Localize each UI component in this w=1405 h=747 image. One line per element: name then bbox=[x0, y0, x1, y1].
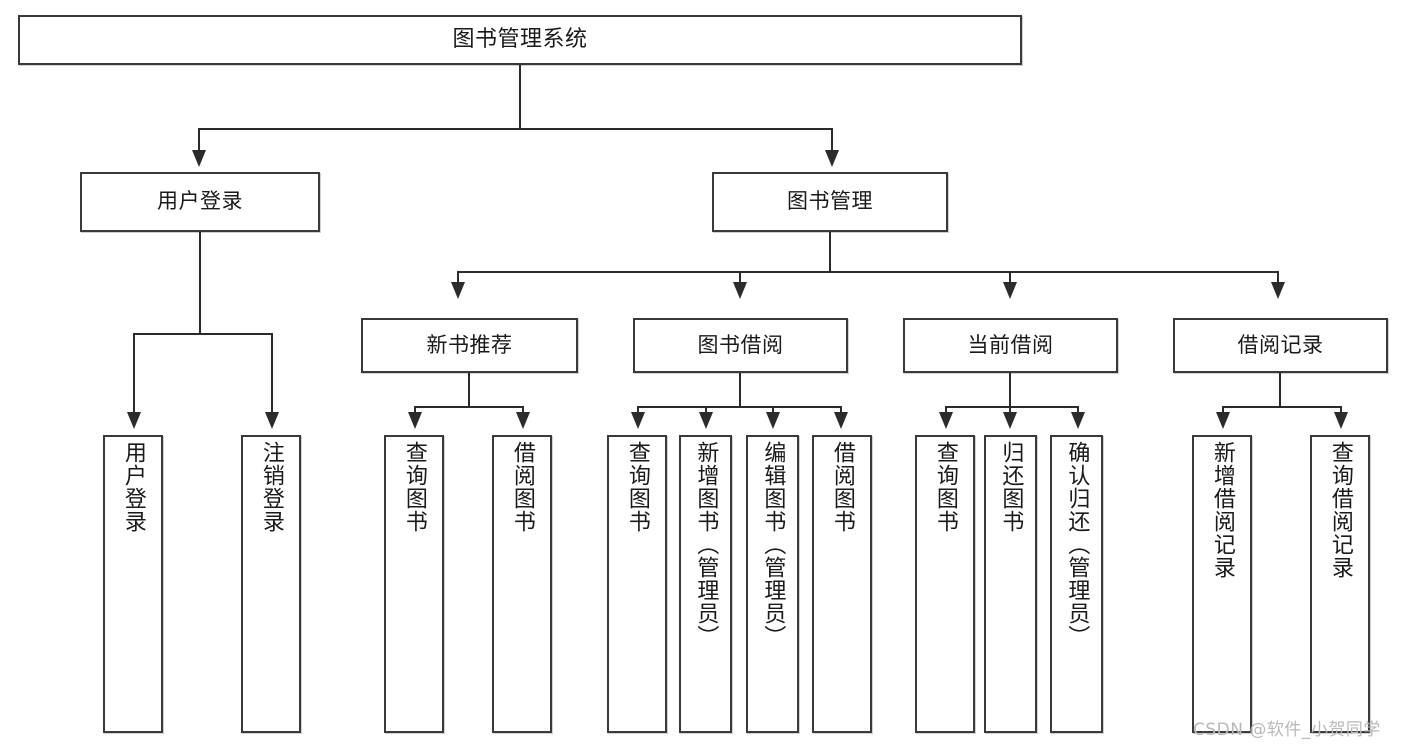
arrow-to-leaf-newbook-2 bbox=[516, 412, 530, 429]
leaf-currentborrow-confirm-return-admin[interactable]: 确认归还（管理员） bbox=[1050, 435, 1103, 733]
leaf-currentborrow-return-book[interactable]: 归还图书 bbox=[984, 435, 1037, 733]
node-label: 借阅图书 bbox=[829, 441, 855, 533]
node-label: 用户登录 bbox=[120, 441, 146, 533]
arrow-to-leaf-bookborrow-2 bbox=[699, 412, 713, 429]
connector-currentborrow-bar bbox=[945, 406, 1079, 408]
node-label: 借阅图书 bbox=[509, 441, 535, 533]
connector-borrowrecord-stem bbox=[1279, 373, 1281, 407]
connector-bookmanage-drop-2 bbox=[739, 271, 741, 283]
leaf-bookborrow-query-book[interactable]: 查询图书 bbox=[607, 435, 667, 733]
connector-bookmanage-bar bbox=[457, 271, 1279, 273]
connector-bookborrow-drop-2 bbox=[705, 406, 707, 413]
node-label: 新书推荐 bbox=[426, 332, 513, 357]
connector-userlogin-bar bbox=[133, 333, 272, 335]
leaf-borrowrecord-query-record[interactable]: 查询借阅记录 bbox=[1310, 435, 1370, 733]
node-label: 图书管理系统 bbox=[452, 26, 588, 52]
arrow-to-leaf-bookborrow-4 bbox=[834, 412, 848, 429]
connector-root-drop-left bbox=[198, 128, 200, 150]
connector-currentborrow-drop-1 bbox=[945, 406, 947, 413]
connector-bookborrow-drop-1 bbox=[637, 406, 639, 413]
node-label: 归还图书 bbox=[998, 441, 1024, 533]
connector-userlogin-drop-2 bbox=[271, 333, 273, 413]
arrow-to-user-login bbox=[192, 150, 206, 167]
node-book-management[interactable]: 图书管理 bbox=[712, 172, 948, 232]
arrow-to-borrow-record bbox=[1271, 282, 1285, 299]
node-new-book-recommend[interactable]: 新书推荐 bbox=[361, 318, 578, 373]
arrow-to-leaf-user-login-1 bbox=[127, 412, 141, 429]
node-user-login[interactable]: 用户登录 bbox=[80, 172, 320, 232]
node-label: 借阅记录 bbox=[1237, 332, 1324, 357]
arrow-to-leaf-bookborrow-3 bbox=[766, 412, 780, 429]
connector-bookmanage-drop-1 bbox=[457, 271, 459, 283]
node-label: 新增图书（管理员） bbox=[693, 441, 719, 648]
arrow-to-leaf-borrowrecord-1 bbox=[1216, 412, 1230, 429]
node-label: 当前借阅 bbox=[967, 332, 1054, 357]
leaf-bookborrow-edit-book-admin[interactable]: 编辑图书（管理员） bbox=[746, 435, 799, 733]
node-label: 图书管理 bbox=[787, 189, 873, 214]
arrow-to-book-borrow bbox=[733, 282, 747, 299]
node-book-borrow[interactable]: 图书借阅 bbox=[633, 318, 848, 373]
leaf-newbook-query-book[interactable]: 查询图书 bbox=[384, 435, 444, 733]
node-label: 查询图书 bbox=[401, 441, 427, 533]
node-label: 查询图书 bbox=[932, 441, 958, 533]
connector-bookmanage-stem bbox=[829, 232, 831, 272]
node-label: 查询借阅记录 bbox=[1327, 441, 1353, 579]
node-label: 图书借阅 bbox=[697, 332, 784, 357]
node-root-book-management-system[interactable]: 图书管理系统 bbox=[18, 15, 1022, 65]
leaf-logout[interactable]: 注销登录 bbox=[241, 435, 301, 733]
connector-currentborrow-stem bbox=[1009, 373, 1011, 407]
connector-userlogin-stem bbox=[199, 232, 201, 334]
connector-root-stem bbox=[519, 65, 521, 129]
connector-borrowrecord-drop-2 bbox=[1340, 406, 1342, 413]
arrow-to-leaf-currentborrow-3 bbox=[1071, 412, 1085, 429]
node-label: 注销登录 bbox=[258, 441, 284, 533]
leaf-user-login[interactable]: 用户登录 bbox=[103, 435, 163, 733]
leaf-bookborrow-borrow-book[interactable]: 借阅图书 bbox=[812, 435, 872, 733]
connector-bookmanage-drop-3 bbox=[1009, 271, 1011, 283]
arrow-to-leaf-bookborrow-1 bbox=[631, 412, 645, 429]
node-label: 用户登录 bbox=[157, 189, 243, 214]
arrow-to-leaf-user-login-2 bbox=[265, 412, 279, 429]
node-label: 新增借阅记录 bbox=[1209, 441, 1235, 579]
connector-newbook-drop-2 bbox=[522, 406, 524, 413]
leaf-newbook-borrow-book[interactable]: 借阅图书 bbox=[492, 435, 552, 733]
connector-borrowrecord-bar bbox=[1222, 406, 1341, 408]
node-label: 编辑图书（管理员） bbox=[760, 441, 786, 648]
node-borrow-record[interactable]: 借阅记录 bbox=[1173, 318, 1388, 373]
leaf-bookborrow-add-book-admin[interactable]: 新增图书（管理员） bbox=[679, 435, 732, 733]
connector-borrowrecord-drop-1 bbox=[1222, 406, 1224, 413]
arrow-to-new-book-recommend bbox=[451, 282, 465, 299]
connector-root-drop-right bbox=[831, 128, 833, 150]
connector-bookborrow-drop-3 bbox=[772, 406, 774, 413]
connector-bookborrow-stem bbox=[739, 373, 741, 407]
connector-userlogin-drop-1 bbox=[133, 333, 135, 413]
connector-bookborrow-drop-4 bbox=[840, 406, 842, 413]
arrow-to-leaf-currentborrow-2 bbox=[1003, 412, 1017, 429]
node-current-borrow[interactable]: 当前借阅 bbox=[903, 318, 1118, 373]
connector-currentborrow-drop-3 bbox=[1077, 406, 1079, 413]
arrow-to-leaf-borrowrecord-2 bbox=[1334, 412, 1348, 429]
arrow-to-leaf-newbook-1 bbox=[408, 412, 422, 429]
connector-newbook-stem bbox=[468, 373, 470, 407]
arrow-to-current-borrow bbox=[1003, 282, 1017, 299]
leaf-currentborrow-query-book[interactable]: 查询图书 bbox=[915, 435, 975, 733]
node-label: 确认归还（管理员） bbox=[1064, 441, 1090, 648]
leaf-borrowrecord-add-record[interactable]: 新增借阅记录 bbox=[1192, 435, 1252, 733]
connector-newbook-bar bbox=[414, 406, 524, 408]
arrow-to-book-manage bbox=[825, 150, 839, 167]
connector-bookmanage-drop-4 bbox=[1277, 271, 1279, 283]
connector-bookborrow-bar bbox=[637, 406, 841, 408]
connector-root-bar bbox=[198, 128, 832, 130]
arrow-to-leaf-currentborrow-1 bbox=[939, 412, 953, 429]
node-label: 查询图书 bbox=[624, 441, 650, 533]
connector-currentborrow-drop-2 bbox=[1009, 406, 1011, 413]
connector-newbook-drop-1 bbox=[414, 406, 416, 413]
